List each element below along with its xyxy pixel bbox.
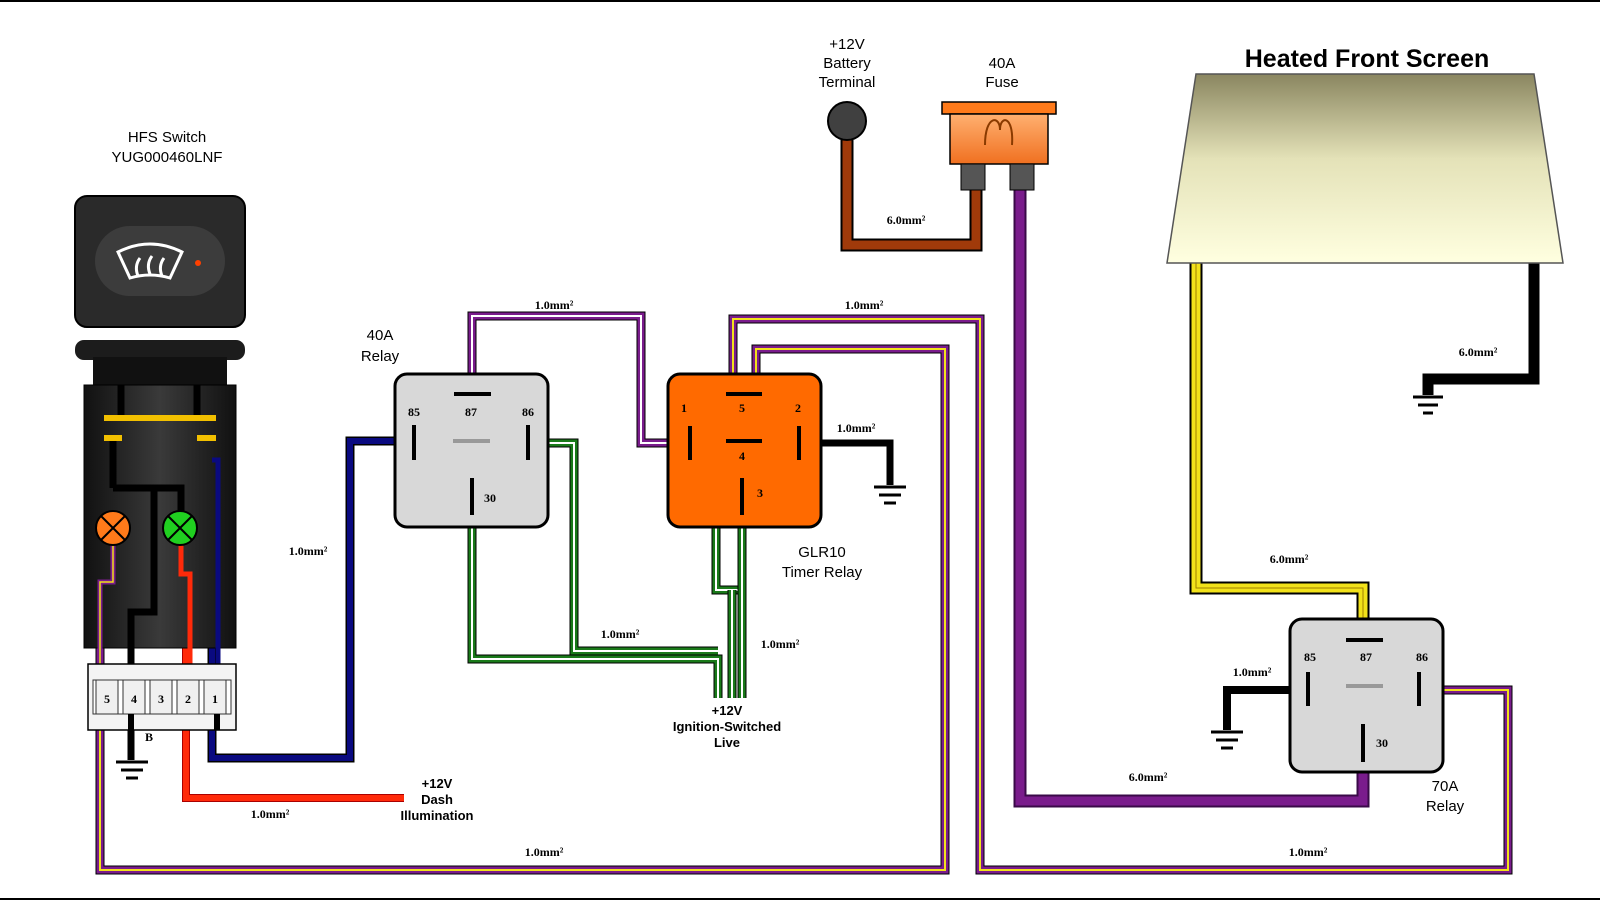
connector-pin-2: 2 xyxy=(185,692,191,706)
gauge-dash-illumination: 1.0mm² xyxy=(251,807,290,821)
wire-fuse-to-relay70-30 xyxy=(1013,190,1370,808)
battery-label-line2: Battery xyxy=(823,55,871,72)
gauge-screen-to-ground: 6.0mm² xyxy=(1459,345,1498,359)
gauge-timer-2-to-ground: 1.0mm² xyxy=(837,421,876,435)
heated-windscreen-icon xyxy=(116,242,184,280)
gauge-switch-to-relay40-85: 1.0mm² xyxy=(289,544,328,558)
relay40-pin-30: 30 xyxy=(484,491,496,505)
timer-relay-glr10: 1 5 2 4 3 xyxy=(666,372,823,529)
dash-label-line3: Illumination xyxy=(401,808,474,823)
fuse-label: 40A Fuse xyxy=(985,55,1018,91)
timer-pin-2: 2 xyxy=(795,401,801,415)
fuse-label-line2: Fuse xyxy=(985,74,1018,91)
ground-symbol-screen xyxy=(1413,395,1443,415)
wire-relay40-30-to-ignition xyxy=(467,515,723,698)
connector-label-b: B xyxy=(145,730,153,744)
fuse-40a xyxy=(941,101,1057,191)
heated-front-screen-title: Heated Front Screen xyxy=(1245,45,1490,73)
fuse-label-line1: 40A xyxy=(989,55,1016,72)
timer-pin-3: 3 xyxy=(757,486,763,500)
wire-screen-to-relay70-87 xyxy=(1189,263,1370,640)
gauge-relay40-87-to-timer-1: 1.0mm² xyxy=(535,298,574,312)
connector-pin-3: 3 xyxy=(158,692,164,706)
relay70-label-line1: 70A xyxy=(1432,778,1459,795)
relay70-pin-85: 85 xyxy=(1304,650,1316,664)
relay40-label: 40A Relay xyxy=(361,327,400,365)
timer-relay-label: GLR10 Timer Relay xyxy=(782,544,863,581)
ignition-label-line3: Live xyxy=(714,735,740,750)
timer-relay-label-line2: Timer Relay xyxy=(782,564,863,581)
relay-40a: 85 87 86 30 xyxy=(393,372,550,529)
relay70-pin-30: 30 xyxy=(1376,736,1388,750)
relay40-label-line1: 40A xyxy=(367,327,394,344)
battery-terminal xyxy=(827,101,867,141)
ignition-label: +12V Ignition-Switched Live xyxy=(673,703,781,750)
relay40-label-line2: Relay xyxy=(361,348,400,365)
wire-relay40-86-to-ignition xyxy=(528,438,718,656)
relay70-pin-86: 86 xyxy=(1416,650,1428,664)
timer-pin-1: 1 xyxy=(681,401,687,415)
gauge-relay40-30-to-ignition: 1.0mm² xyxy=(601,627,640,641)
wires xyxy=(95,140,1540,875)
battery-label-line3: Terminal xyxy=(819,74,876,91)
relay40-pin-86: 86 xyxy=(522,405,534,419)
dash-illumination-label: +12V Dash Illumination xyxy=(401,776,474,823)
timer-pin-5: 5 xyxy=(739,401,745,415)
hfs-switch-label: HFS Switch YUG000460LNF xyxy=(112,129,223,166)
gauge-switch-to-timer-5: 1.0mm² xyxy=(525,845,564,859)
gauge-timer-3-to-ignition: 1.0mm² xyxy=(761,637,800,651)
ground-symbol-switch xyxy=(116,760,148,780)
gauge-timer-5-to-relay70-86: 1.0mm² xyxy=(845,298,884,312)
ignition-label-line2: Ignition-Switched xyxy=(673,719,781,734)
relay70-pin-87: 87 xyxy=(1360,650,1372,664)
battery-label: +12V Battery Terminal xyxy=(819,36,876,91)
relay-70a: 85 87 86 30 xyxy=(1288,617,1445,774)
battery-label-line1: +12V xyxy=(829,36,864,53)
ground-symbol-relay70 xyxy=(1211,730,1243,750)
switch-connector-pins: 5 4 3 2 1 B xyxy=(104,692,218,744)
orange-lamp-icon xyxy=(95,510,131,546)
switch-indicator-led xyxy=(195,260,201,266)
wire-switch-1-to-relay40-85 xyxy=(207,436,414,763)
hfs-switch-label-line2: YUG000460LNF xyxy=(112,149,223,166)
relay70-label-line2: Relay xyxy=(1426,798,1465,815)
gauge-relay70-86-loop: 1.0mm² xyxy=(1289,845,1328,859)
connector-pin-5: 5 xyxy=(104,692,110,706)
dash-label-line1: +12V xyxy=(422,776,453,791)
gauge-battery-to-fuse: 6.0mm² xyxy=(887,213,926,227)
gauge-screen-to-relay70-87: 6.0mm² xyxy=(1270,552,1309,566)
gauge-fuse-to-relay70-30: 6.0mm² xyxy=(1129,770,1168,784)
ignition-label-line1: +12V xyxy=(712,703,743,718)
wire-screen-to-ground xyxy=(1422,263,1540,395)
green-lamp-icon xyxy=(162,510,198,546)
wire-timer-2-to-ground xyxy=(804,439,894,485)
connector-pin-1: 1 xyxy=(212,692,218,706)
dash-label-line2: Dash xyxy=(421,792,453,807)
relay40-pin-87: 87 xyxy=(465,405,477,419)
hfs-switch-label-line1: HFS Switch xyxy=(128,129,206,146)
wire-battery-to-fuse xyxy=(840,140,983,252)
connector-pin-4: 4 xyxy=(131,692,137,706)
wire-relay70-86-to-timer-5 xyxy=(728,314,1513,875)
relay70-label: 70A Relay xyxy=(1426,778,1465,815)
wire-relay70-85-to-ground xyxy=(1223,686,1308,730)
timer-relay-label-line1: GLR10 xyxy=(798,544,846,561)
wire-gauge-labels: 6.0mm² 1.0mm² 1.0mm² 1.0mm² 1.0mm² 1.0mm… xyxy=(251,213,1498,859)
wire-relay40-87-to-timer-1 xyxy=(467,311,690,448)
wire-switch-5-to-timer-5 xyxy=(95,344,950,875)
timer-pin-4: 4 xyxy=(739,449,745,463)
ground-symbol-timer xyxy=(874,485,906,505)
heated-front-screen xyxy=(1166,73,1564,264)
gauge-relay70-85-to-ground: 1.0mm² xyxy=(1233,665,1272,679)
relay40-pin-85: 85 xyxy=(408,405,420,419)
hfs-switch xyxy=(74,195,246,731)
